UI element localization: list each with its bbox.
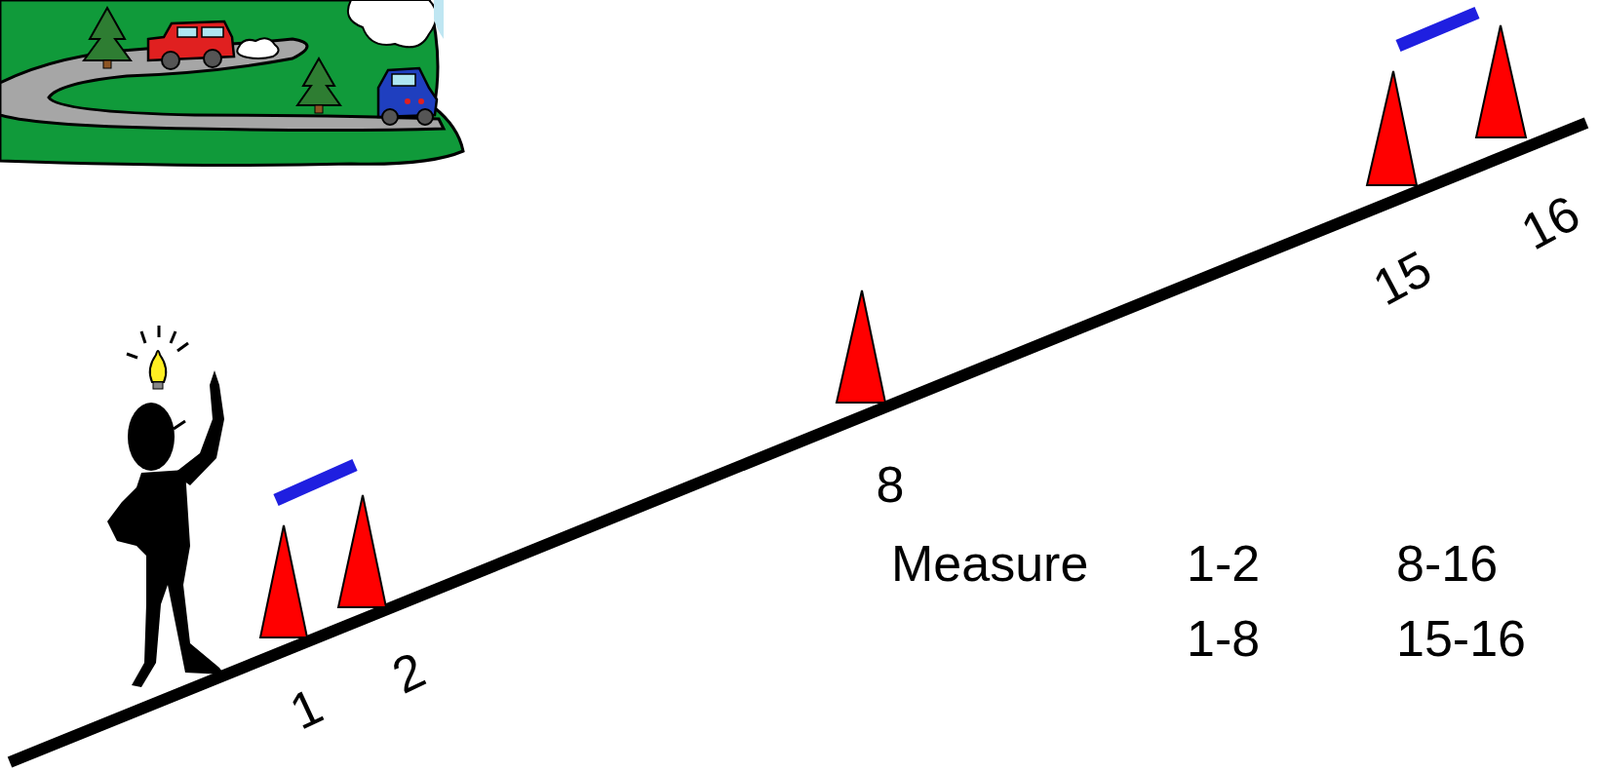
measure-note: Measure [891,538,1089,589]
hill-illustration [0,0,464,165]
slope-line [9,122,1587,763]
measure-note: 15-16 [1396,613,1526,664]
position-number: 2 [385,643,432,702]
position-number: 1 [282,679,330,738]
stick-figure [107,325,225,688]
position-number: 15 [1365,241,1439,313]
position-number: 16 [1513,186,1587,258]
cones [260,25,1526,638]
interval-bar [1398,12,1478,46]
measure-note: 8-16 [1396,538,1498,589]
position-number: 8 [876,459,905,510]
measure-note: 1-2 [1186,538,1260,589]
measure-note: 1-8 [1186,613,1260,664]
interval-bar [275,465,355,501]
